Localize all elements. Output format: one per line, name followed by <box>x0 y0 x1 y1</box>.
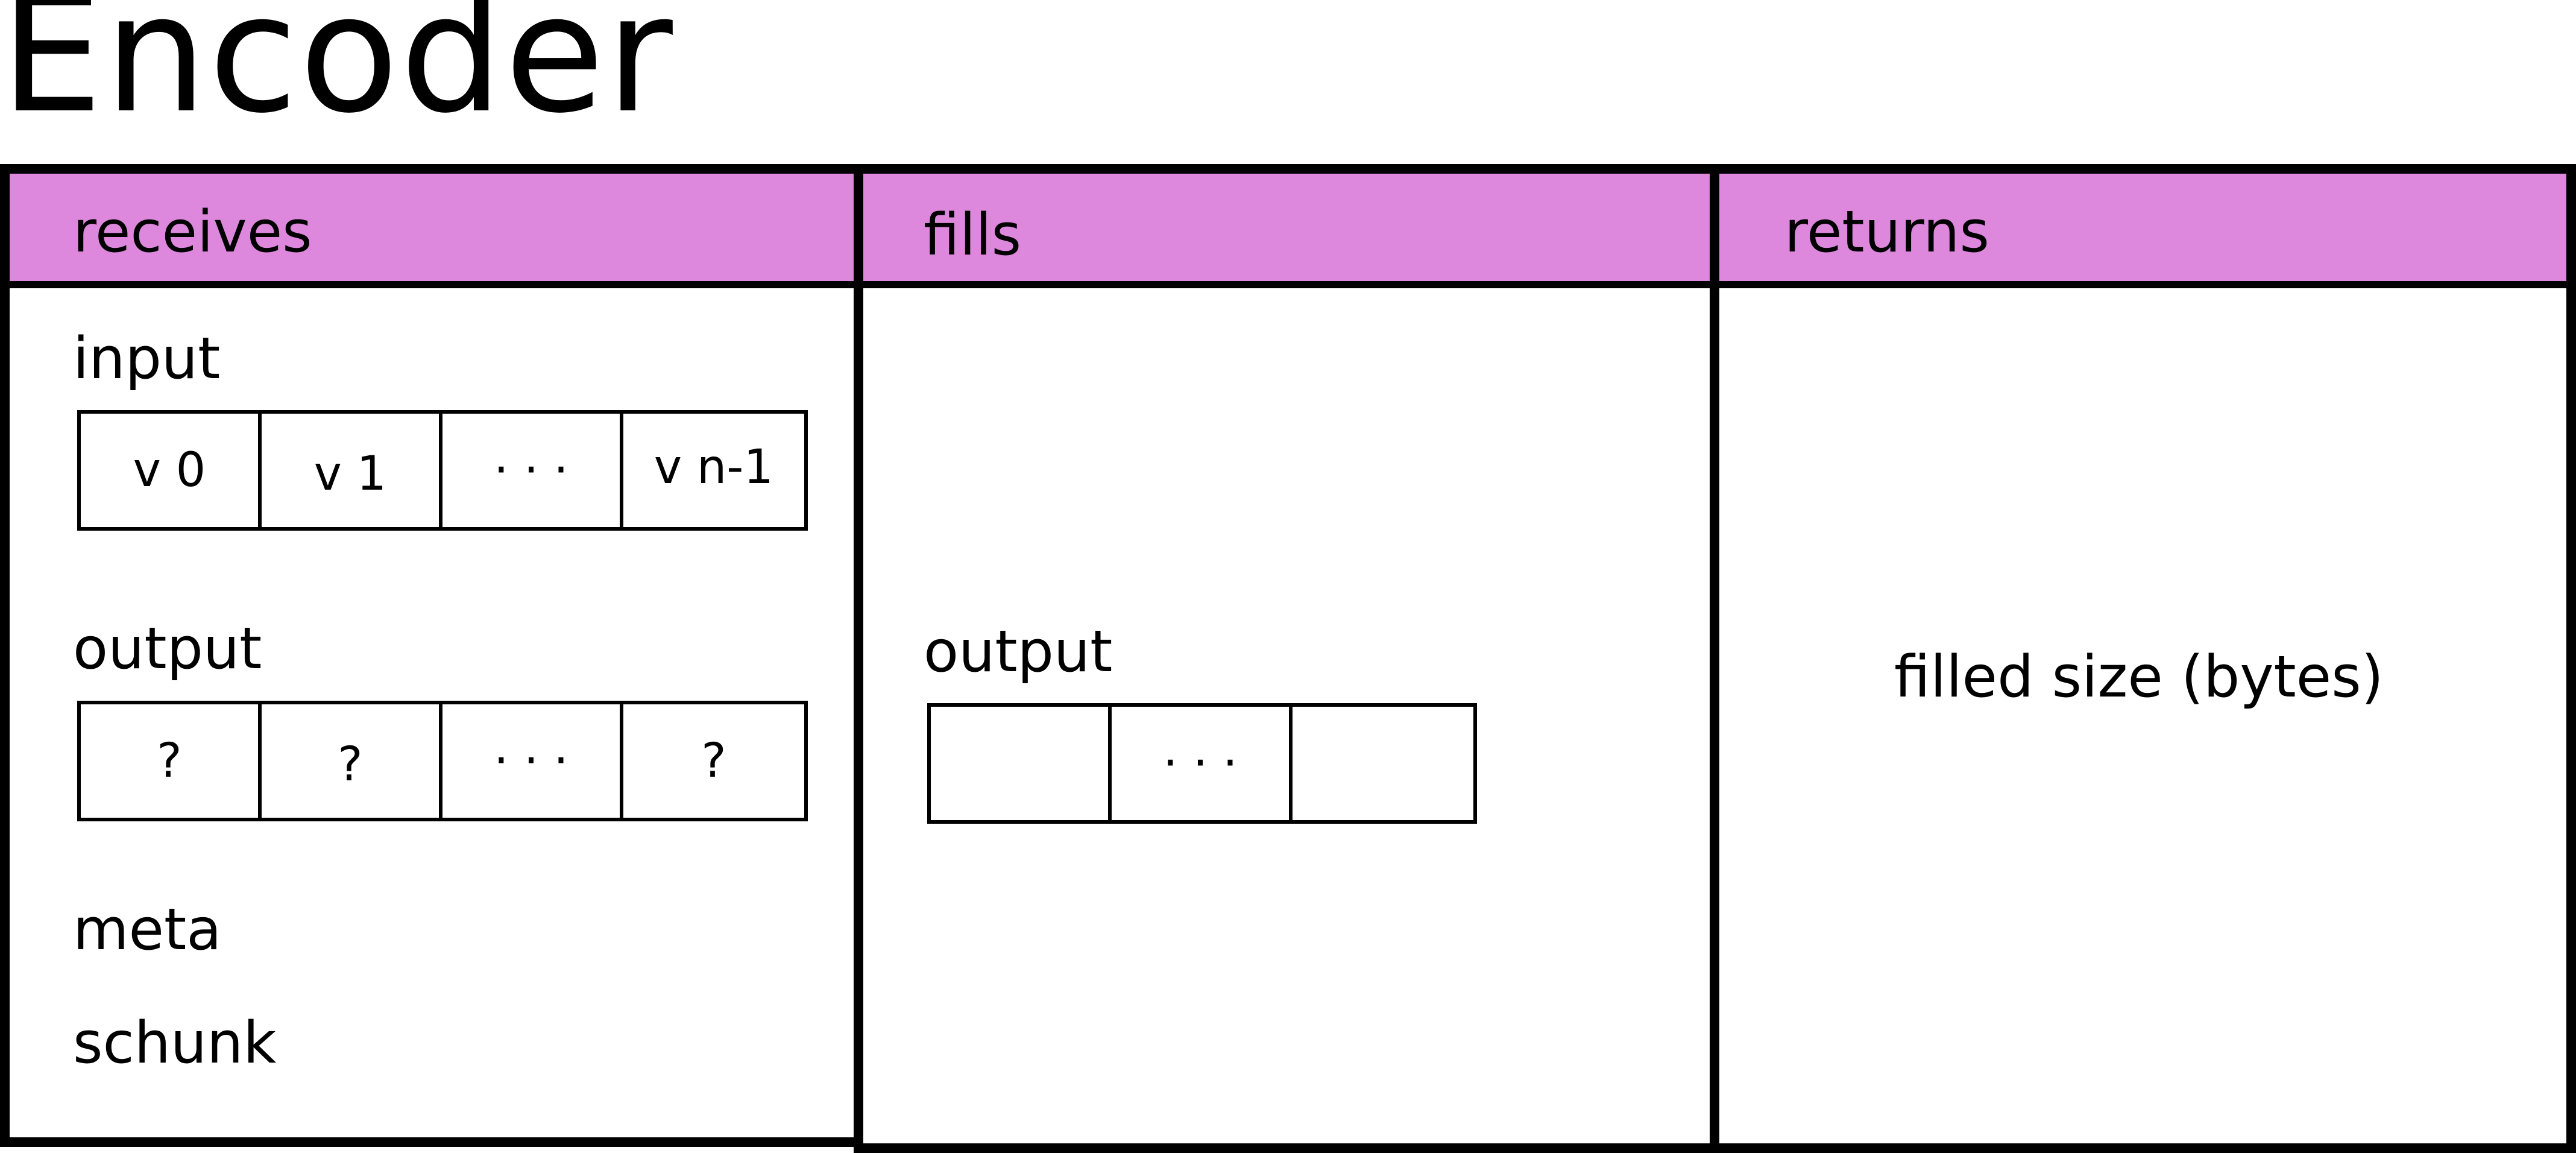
output-array: ? ? · · · ? <box>77 701 808 821</box>
fills-output-cell-0 <box>931 707 1112 820</box>
meta-label: meta <box>73 897 222 963</box>
input-cell-ellipsis: · · · <box>442 414 623 527</box>
fills-panel: fills output · · · <box>854 164 1719 1153</box>
input-array: v 0 v 1 · · · v n-1 <box>77 410 808 531</box>
receives-header: receives <box>10 174 854 288</box>
returns-header-label: returns <box>1784 199 1989 265</box>
schunk-label: schunk <box>73 1010 277 1076</box>
output-cell-ellipsis: · · · <box>442 704 623 818</box>
returns-header: returns <box>1719 174 2566 288</box>
input-cell-last: v n-1 <box>653 440 774 494</box>
output-cell-1: ? <box>262 704 442 818</box>
fills-output-cell-ellipsis: · · · <box>1112 707 1293 820</box>
receives-header-label: receives <box>73 199 312 265</box>
fills-output-array: · · · <box>927 703 1477 824</box>
fills-header: fills <box>863 174 1710 288</box>
fills-output-cell-last <box>1293 707 1473 820</box>
fills-output-label: output <box>924 619 1113 685</box>
input-cell-1: v 1 <box>262 414 442 527</box>
receives-panel: receives input v 0 v 1 · · · v n-1 outpu… <box>0 164 863 1147</box>
diagram-title: Encoder <box>0 0 674 149</box>
fills-header-label: fills <box>924 202 1022 268</box>
returns-value: filled size (bytes) <box>1894 644 2384 710</box>
output-cell-last: ? <box>701 734 726 788</box>
output-cell-0: ? <box>81 704 262 818</box>
input-label: input <box>73 326 221 392</box>
input-cell-0: v 0 <box>81 414 262 527</box>
returns-panel: returns filled size (bytes) <box>1710 164 2576 1153</box>
output-label: output <box>73 616 262 682</box>
